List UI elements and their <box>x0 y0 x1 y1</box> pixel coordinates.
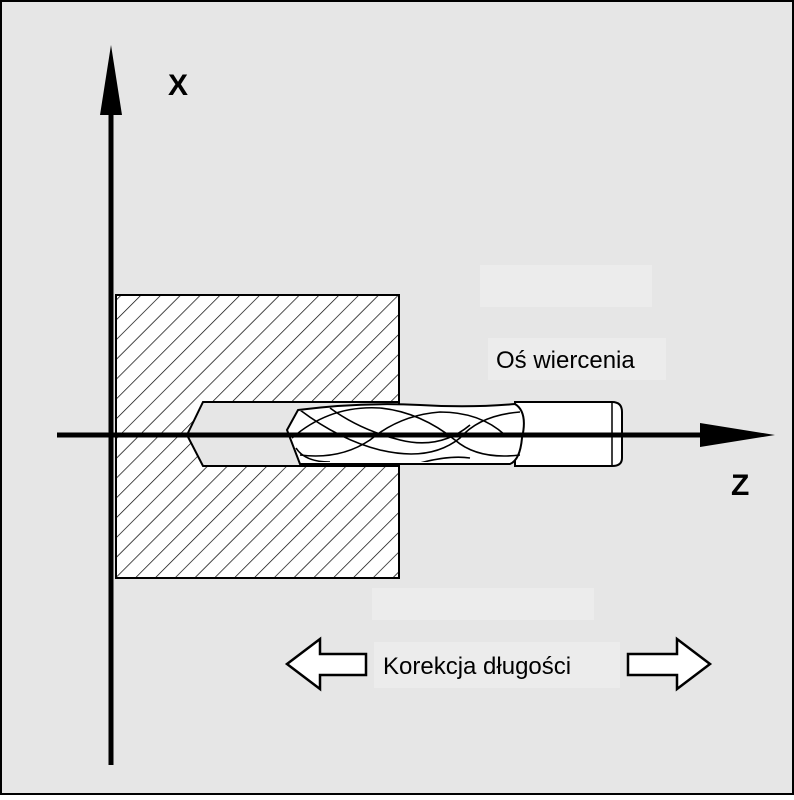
z-axis-label: Z <box>731 469 749 502</box>
length-correction-label-box <box>374 642 620 688</box>
length-correction-label: Korekcja długości <box>383 653 571 680</box>
z-axis <box>57 423 775 447</box>
x-axis-arrowhead <box>100 45 122 115</box>
z-axis-arrowhead <box>700 423 775 447</box>
right-arrow-icon <box>626 636 713 692</box>
drill-axis-label-box <box>480 265 652 307</box>
x-axis-label: X <box>168 69 188 102</box>
drill-axis-label: Oś wiercenia <box>496 347 635 374</box>
left-arrow-icon <box>284 636 368 692</box>
